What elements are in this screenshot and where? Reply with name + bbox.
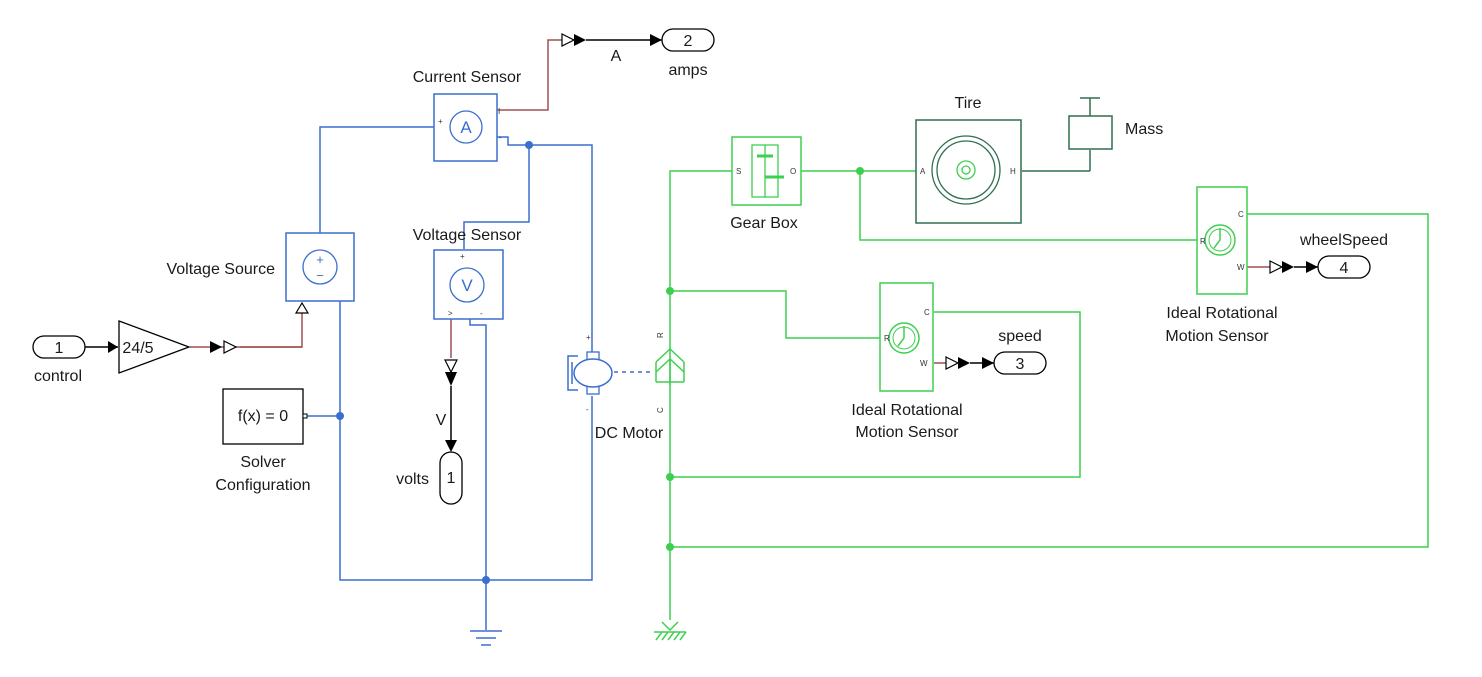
inport-control-label: control [34, 368, 82, 385]
signal-wires [85, 33, 1318, 452]
solver-label-line1: Solver [240, 454, 286, 471]
gain-block[interactable]: 24/5 [118, 320, 191, 374]
gear-box-block[interactable]: S O [731, 136, 802, 206]
voltage-source-plus-symbol: + [316, 252, 324, 267]
outport-volts-number: 1 [447, 470, 456, 487]
outport-wheel-speed-number: 4 [1340, 260, 1349, 277]
outport-volts-label: volts [396, 471, 429, 488]
motion-sensor-2-port-w: W [1237, 263, 1245, 272]
current-sensor-port-i: I [498, 107, 500, 116]
solver-expression: f(x) = 0 [238, 408, 288, 425]
motion-sensor-1-port-c: C [924, 308, 930, 317]
wire-to-sensor-2-r[interactable] [859, 171, 1197, 241]
wire-sensor-2-c[interactable] [670, 213, 1429, 548]
gain-value: 24/5 [122, 340, 153, 357]
dc-motor-block[interactable]: + - R C [567, 332, 685, 414]
voltage-sensor-port-plus: + [460, 252, 465, 261]
mechanical-junctions [666, 167, 864, 551]
mechanical-wires [669, 170, 1429, 620]
motion-sensor-1-port-w: W [920, 359, 928, 368]
voltage-sensor-block[interactable]: V + > - [433, 249, 504, 320]
voltage-sensor-port-minus: - [480, 309, 483, 318]
current-sensor-block[interactable]: A + I - [433, 93, 502, 162]
outport-amps-number: 2 [684, 33, 693, 50]
signal-label-v: V [436, 412, 447, 429]
signal-label-a: A [611, 48, 622, 65]
wire-reference-bus[interactable] [669, 170, 732, 620]
motion-sensor-1-label-line1: Ideal Rotational [851, 402, 962, 419]
outport-speed[interactable]: 3 [993, 351, 1047, 375]
tire-port-h: H [1010, 167, 1016, 176]
current-sensor-label: Current Sensor [413, 69, 522, 86]
motion-sensor-2-port-c: C [1238, 210, 1244, 219]
tire-label: Tire [955, 95, 982, 112]
inport-control-number: 1 [55, 340, 64, 357]
dc-motor-port-plus: + [586, 333, 591, 342]
solver-label-line2: Configuration [215, 477, 310, 494]
wire-ground-loop[interactable] [339, 301, 593, 581]
motion-sensor-1-block[interactable]: R C W [879, 282, 934, 392]
motion-sensor-2-label-line2: Motion Sensor [1165, 328, 1269, 345]
wire-to-sensor-1-r[interactable] [670, 290, 880, 339]
outport-speed-number: 3 [1016, 356, 1025, 373]
motion-sensor-1-label-line2: Motion Sensor [855, 424, 959, 441]
wire-sensor-1-c[interactable] [670, 311, 1081, 478]
motion-sensor-2-block[interactable]: R C W [1196, 186, 1248, 295]
voltage-sensor-port-out: > [448, 309, 453, 318]
outport-volts[interactable]: 1 [439, 451, 463, 505]
gear-box-port-s: S [736, 167, 741, 176]
mechanical-reference [654, 621, 687, 641]
current-sensor-port-minus: - [499, 133, 502, 142]
voltmeter-icon: V [461, 276, 473, 295]
motion-sensor-2-port-r: R [1200, 237, 1206, 246]
motion-sensor-2-label-line1: Ideal Rotational [1166, 305, 1277, 322]
dc-motor-port-r: R [656, 332, 665, 338]
solver-configuration-block[interactable]: f(x) = 0 [222, 388, 308, 445]
wire-current-sensor-to-motor[interactable] [497, 136, 593, 352]
electrical-ground [470, 630, 502, 646]
dc-motor-port-c: C [656, 407, 665, 413]
wire-source-to-current-sensor[interactable] [319, 126, 434, 233]
outport-wheel-speed-label: wheelSpeed [1299, 232, 1388, 249]
outport-wheel-speed[interactable]: 4 [1317, 255, 1371, 279]
ammeter-icon: A [460, 118, 472, 137]
current-sensor-port-plus: + [438, 117, 443, 126]
outport-amps-label: amps [668, 62, 707, 79]
gear-box-label: Gear Box [730, 215, 798, 232]
outport-speed-label: speed [998, 328, 1042, 345]
mass-block[interactable] [1068, 97, 1113, 150]
motion-sensor-1-port-r: R [884, 334, 890, 343]
outport-amps[interactable]: 2 [661, 28, 715, 52]
dc-motor-port-minus: - [586, 405, 589, 414]
voltage-sensor-label: Voltage Sensor [413, 227, 522, 244]
dc-motor-label: DC Motor [595, 425, 664, 442]
inport-control[interactable]: 1 [32, 335, 86, 359]
voltage-source-block[interactable]: + − [285, 232, 355, 302]
tire-block[interactable]: A H [915, 119, 1022, 224]
wire-to-voltage-sensor[interactable] [463, 145, 530, 249]
tire-port-a: A [920, 167, 926, 176]
voltage-source-minus-symbol: − [316, 268, 324, 283]
voltage-source-label: Voltage Source [166, 261, 275, 278]
mass-label: Mass [1125, 121, 1163, 138]
electrical-junctions [336, 141, 533, 584]
gear-box-port-o: O [790, 167, 796, 176]
